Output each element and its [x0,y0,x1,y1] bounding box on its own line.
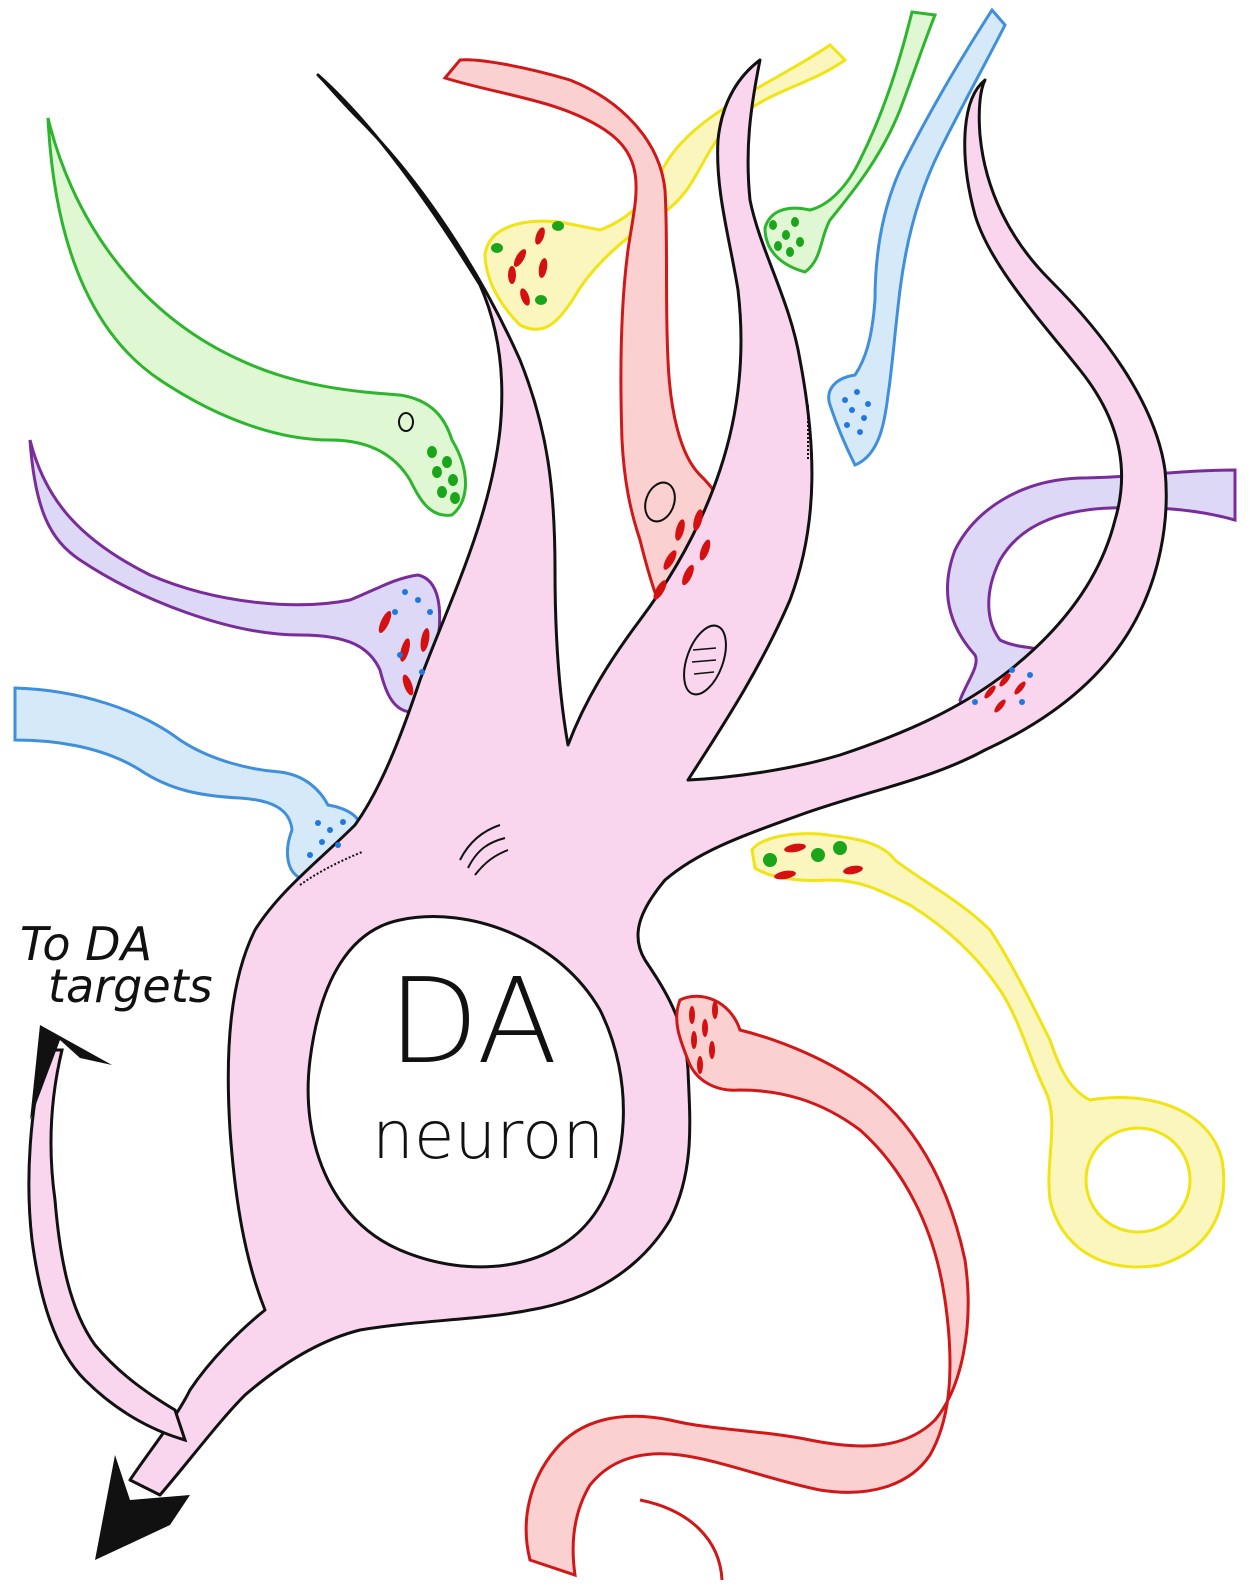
axon-label-line2: targets [48,959,213,1013]
axon-to-targets [29,1050,185,1440]
blue-axon-left [15,688,362,878]
nucleus-subtitle: neuron [372,1097,604,1174]
nucleus-title: DA [388,952,558,1090]
yellow-axon-right [752,834,1224,1267]
blue-axon-top [829,10,1005,465]
purple-axon-left [30,440,440,712]
green-axon-left [48,118,466,515]
